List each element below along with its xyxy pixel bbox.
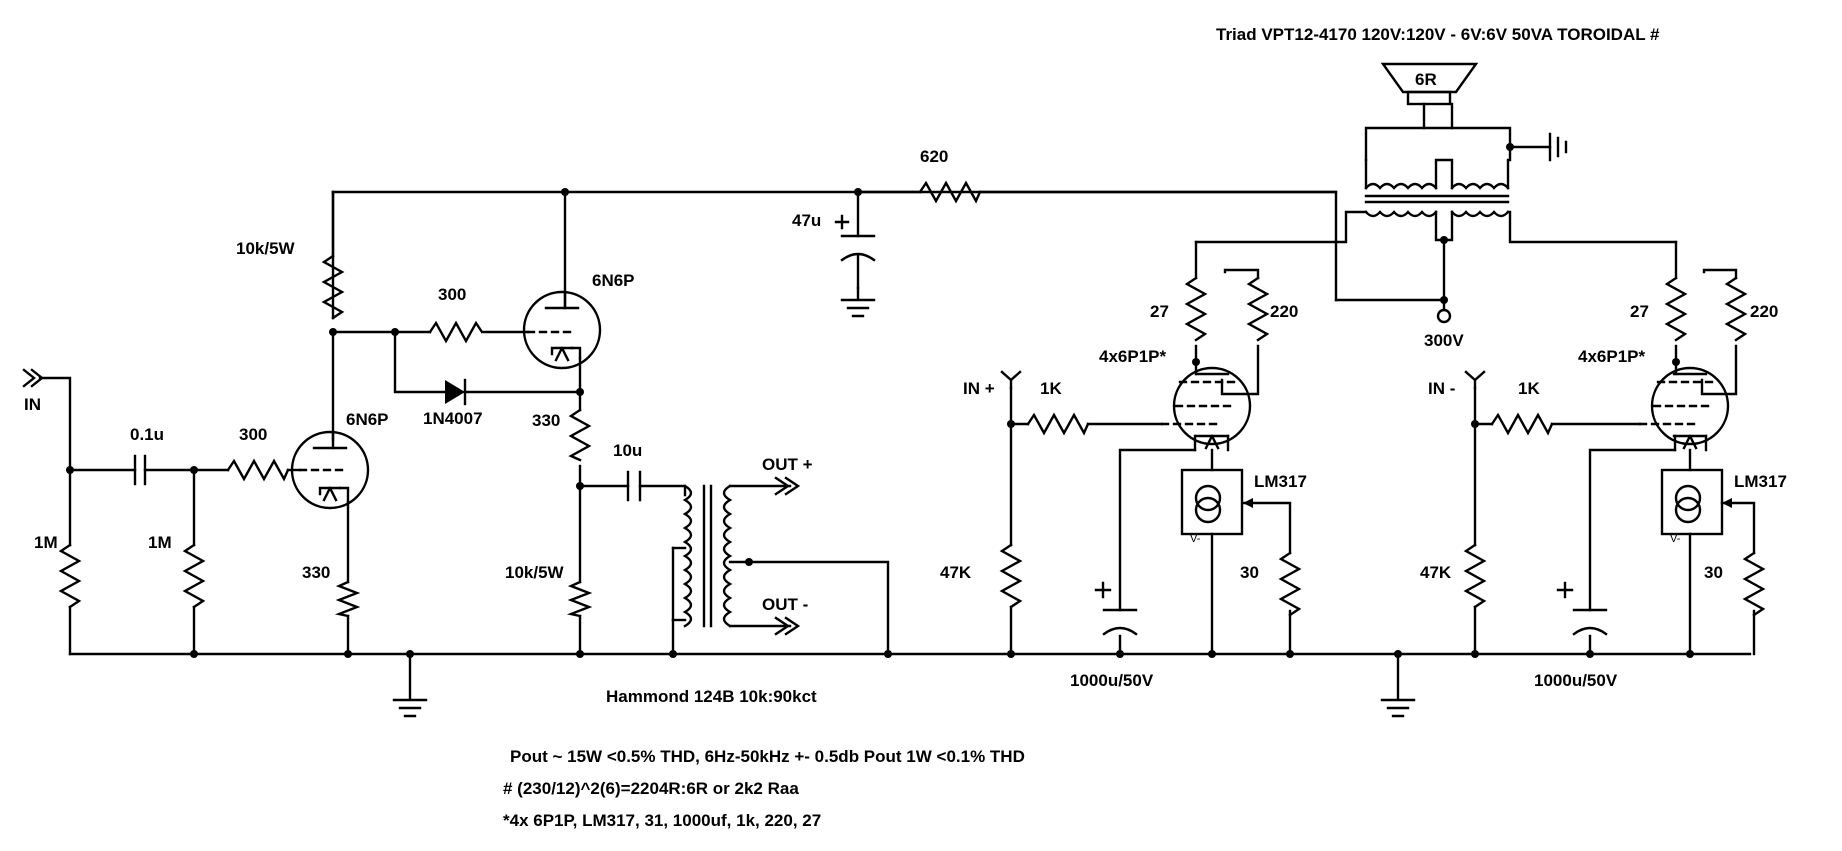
note-line-3: *4x 6P1P, LM317, 31, 1000uf, 1k, 220, 27: [503, 811, 821, 830]
label-b-plus: 300V: [1424, 331, 1464, 350]
label-r-grid2: 300: [438, 285, 466, 304]
resistor-1k-a: [1026, 412, 1090, 436]
resistor-1m-a: [58, 543, 82, 609]
label-vminus-b: V-: [1670, 533, 1681, 545]
note-line-1: Pout ~ 15W <0.5% THD, 6Hz-50kHz +- 0.5db…: [510, 747, 1025, 766]
label-in-plus: IN +: [963, 379, 995, 398]
label-v-out-a: 4x6P1P*: [1099, 347, 1166, 366]
resistor-10k-load2: [566, 580, 593, 618]
label-c-k-a: 1000u/50V: [1070, 671, 1154, 690]
input-transformer-label: Hammond 124B 10k:90kct: [606, 687, 817, 706]
label-r-gl-a: 47K: [940, 563, 972, 582]
output-transformer: [1344, 158, 1512, 242]
label-r-in-b: 1K: [1518, 379, 1540, 398]
resistor-47k-b: [1463, 543, 1487, 609]
resistor-27-a: [1184, 276, 1208, 342]
label-r-in-a: 1K: [1040, 379, 1062, 398]
label-c-coup: 10u: [613, 441, 642, 460]
label-r-g2-b: 220: [1750, 302, 1778, 321]
capacitor-47u: [834, 214, 876, 262]
triode-v1: [290, 430, 370, 510]
junction-dots: [66, 143, 1694, 658]
label-v1: 6N6P: [346, 410, 389, 429]
resistor-620: [918, 180, 982, 204]
label-r-k2: 330: [532, 411, 560, 430]
capacitor-0.1u: [133, 454, 147, 486]
resistor-300-grid1: [226, 458, 290, 482]
label-r-in2: 1M: [148, 533, 172, 552]
label-r-set-b: 30: [1704, 563, 1723, 582]
label-v-out-b: 4x6P1P*: [1578, 347, 1645, 366]
resistor-30-b: [1742, 551, 1766, 617]
input-jack-minus: [1464, 370, 1486, 390]
ground-symbol-speaker: [1548, 132, 1568, 162]
label-r-set-a: 30: [1240, 563, 1259, 582]
label-r-gl-b: 47K: [1420, 563, 1452, 582]
input-label: IN: [24, 395, 41, 414]
label-r-sg-b: 27: [1630, 302, 1649, 321]
label-r-dec: 620: [920, 147, 948, 166]
label-in-minus: IN -: [1428, 379, 1455, 398]
label-diode: 1N4007: [423, 409, 483, 428]
label-out-minus: OUT -: [762, 595, 808, 614]
label-ccs-a: LM317: [1254, 472, 1307, 491]
output-transformer-label: Triad VPT12-4170 120V:120V - 6V:6V 50VA …: [1216, 25, 1660, 44]
speaker-icon: [1380, 62, 1479, 106]
label-vminus-a: V-: [1190, 533, 1201, 545]
resistor-10k-plate1: [321, 190, 345, 320]
resistor-220-b: [1724, 276, 1748, 342]
capacitor-1000u-a: [1094, 581, 1138, 636]
label-c-in: 0.1u: [130, 425, 164, 444]
b-plus-terminal: [1436, 308, 1452, 324]
speaker-label: 6R: [1415, 70, 1437, 89]
label-c-k-b: 1000u/50V: [1534, 671, 1618, 690]
resistor-1k-b: [1490, 412, 1554, 436]
input-jack-plus: [1000, 370, 1022, 390]
label-c-dec: 47u: [792, 211, 821, 230]
resistor-27-b: [1664, 276, 1688, 342]
ground-symbol-right: [1380, 652, 1416, 718]
triode-v2: [522, 290, 602, 370]
label-r-in1: 1M: [34, 533, 58, 552]
label-v2: 6N6P: [592, 271, 635, 290]
resistor-300-grid2: [428, 320, 484, 344]
diode-1n4007: [445, 378, 467, 406]
input-transformer: [682, 476, 801, 636]
label-out-plus: OUT +: [762, 455, 813, 474]
capacitor-10u: [626, 470, 642, 502]
label-r-k1: 330: [302, 563, 330, 582]
capacitor-1000u-b: [1556, 581, 1608, 636]
resistor-30-a: [1278, 551, 1302, 617]
label-ccs-b: LM317: [1734, 472, 1787, 491]
resistor-220-a: [1246, 276, 1270, 342]
label-r-plate1: 10k/5W: [236, 239, 296, 258]
resistor-330-k2: [568, 408, 592, 462]
label-r-load2: 10k/5W: [505, 563, 565, 582]
label-r-sg-a: 27: [1150, 302, 1169, 321]
pentode-a: [1160, 360, 1252, 452]
note-line-2: # (230/12)^2(6)=2204R:6R or 2k2 Raa: [503, 779, 799, 798]
label-r-grid1: 300: [239, 425, 267, 444]
resistor-47k-a: [999, 543, 1023, 609]
resistor-330-k1: [334, 580, 361, 618]
input-jack-main: [22, 368, 44, 388]
resistor-1m-b: [182, 543, 206, 609]
ground-symbol-cap: [840, 286, 876, 318]
pentode-b: [1638, 360, 1730, 452]
label-r-g2-a: 220: [1270, 302, 1298, 321]
ground-symbol-left: [392, 652, 428, 718]
current-source-a: [1180, 468, 1253, 536]
current-source-b: [1660, 468, 1732, 536]
